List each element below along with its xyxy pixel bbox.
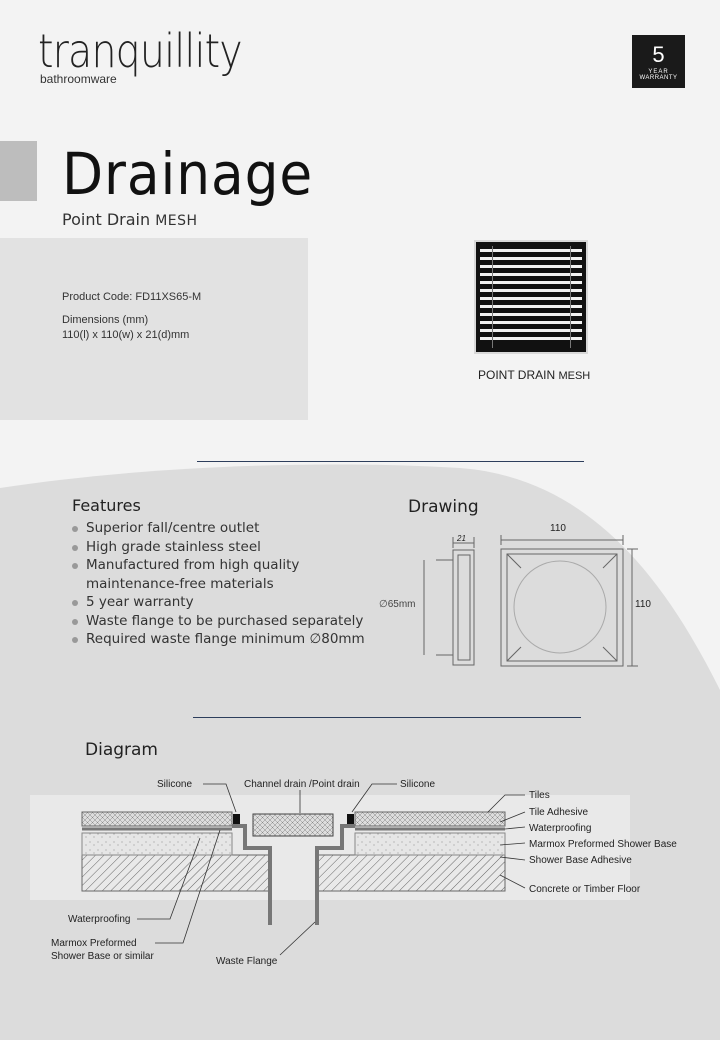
- feature-item: Manufactured from high quality: [70, 556, 365, 575]
- warranty-line1: YEAR: [648, 69, 669, 75]
- drawing-width: 110: [550, 523, 566, 534]
- feature-item: High grade stainless steel: [70, 538, 365, 557]
- warranty-line2: WARRANTY: [639, 75, 678, 81]
- label-marmox-right: Marmox Preformed Shower Base: [529, 839, 677, 850]
- dimensions-label: Dimensions (mm): [62, 313, 149, 326]
- label-waste-flange: Waste Flange: [216, 956, 278, 967]
- divider-top: [197, 461, 584, 462]
- label-tile-adhesive: Tile Adhesive: [529, 807, 589, 818]
- label-waterproofing-right: Waterproofing: [529, 823, 591, 834]
- product-code: FD11XS65-M: [135, 291, 202, 303]
- product-caption-name: POINT DRAIN: [478, 368, 556, 382]
- subtitle-product: Point Drain: [62, 210, 151, 229]
- spec-panel: [0, 238, 308, 420]
- label-floor: Concrete or Timber Floor: [529, 884, 641, 895]
- label-silicone-right: Silicone: [400, 779, 435, 790]
- technical-drawing: 21 ∅65mm 110 110: [379, 523, 651, 667]
- label-channel-drain: Channel drain /Point drain: [244, 779, 360, 790]
- warranty-years: 5: [652, 42, 665, 67]
- installation-diagram: Silicone Channel drain /Point drain Sili…: [30, 779, 677, 967]
- brand-name: tranquillity: [38, 24, 243, 78]
- features-list: Superior fall/centre outlet High grade s…: [70, 519, 365, 649]
- feature-item-continuation: maintenance-free materials: [86, 575, 274, 592]
- label-marmox-left-2: Shower Base or similar: [51, 951, 154, 962]
- label-marmox-left-1: Marmox Preformed: [51, 938, 137, 949]
- label-tiles: Tiles: [529, 790, 550, 801]
- feature-item: 5 year warranty: [70, 593, 365, 612]
- label-shower-base-adhesive: Shower Base Adhesive: [529, 855, 632, 866]
- warranty-badge: 5 YEAR WARRANTY: [632, 35, 685, 88]
- diagram-heading: Diagram: [85, 740, 158, 760]
- page-subtitle: Point Drain MESH: [62, 210, 198, 229]
- label-waterproofing-left: Waterproofing: [68, 914, 130, 925]
- product-image: [474, 240, 588, 354]
- divider-middle: [193, 717, 581, 718]
- drawing-heading: Drawing: [408, 497, 479, 517]
- product-code-label: Product Code:: [62, 291, 133, 303]
- drawing-height: 110: [635, 599, 651, 610]
- page-title: Drainage: [62, 140, 314, 208]
- brand-tagline: bathroomware: [40, 72, 117, 86]
- product-caption: POINT DRAIN MESH: [478, 368, 590, 382]
- title-accent-tab: [0, 141, 37, 201]
- dimensions-value: 110(l) x 110(w) x 21(d)mm: [62, 328, 190, 341]
- brand-logo: tranquillity bathroomware: [38, 28, 275, 86]
- drawing-depth: 21: [456, 534, 466, 543]
- spec-details: Product Code: FD11XS65-M Dimensions (mm)…: [62, 290, 201, 343]
- drawing-outlet: ∅65mm: [379, 599, 416, 610]
- label-silicone-left: Silicone: [157, 779, 192, 790]
- feature-item: Superior fall/centre outlet: [70, 519, 365, 538]
- feature-item: Required waste flange minimum ∅80mm: [70, 630, 365, 649]
- subtitle-variant: MESH: [155, 213, 198, 229]
- product-caption-variant: MESH: [558, 370, 591, 382]
- feature-item: Waste flange to be purchased separately: [70, 612, 365, 631]
- features-heading: Features: [72, 496, 141, 515]
